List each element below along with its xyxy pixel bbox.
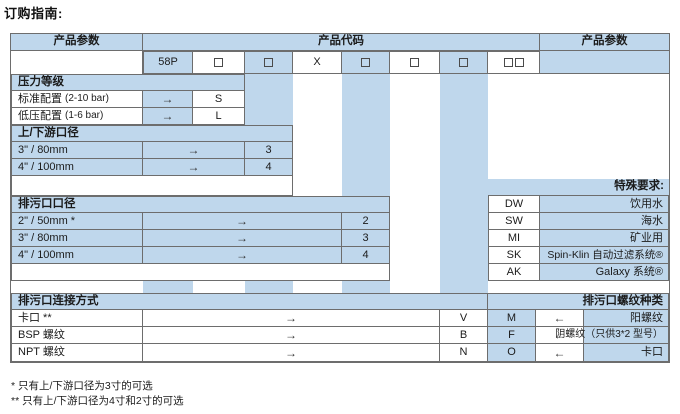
row-arrow-drain-4in: → [143,247,342,264]
special-req-code-sk: SK [488,247,540,264]
row-label-low-pressure: 低压配置 (1-6 bar) [11,108,143,125]
code-cell-model[interactable]: 58P [143,51,193,74]
special-req-code-ak: AK [488,264,540,281]
special-req-label-ak: Galaxy 系统® [540,264,669,281]
code-cell-box-1[interactable] [193,51,245,74]
row-code-io-3in: 3 [245,142,293,159]
special-req-code-mi: MI [488,230,540,247]
section-heading-pressure-rating: 压力等级 [11,74,245,91]
thread-code-male: M [488,310,536,327]
row-arrow-io-3in: → [143,142,245,159]
drain-thread-type-heading: 排污口螺纹种类 [488,293,669,310]
row-code-io-4in: 4 [245,159,293,176]
row-arrow-low-pressure: → [143,108,193,125]
row-arrow-conn-bayonet: → [143,310,440,327]
footnote-2: ** 只有上/下游口径为4寸和2寸的可选 [11,395,184,407]
row-label-conn-bsp: BSP 螺纹 [11,327,143,344]
section-heading-drain-connection-type: 排污口连接方式 [11,293,488,310]
table-outer-frame [10,33,670,363]
checkbox-square-icon [361,58,370,67]
thread-code-female: F [488,327,536,344]
special-req-label-mi: 矿业用 [540,230,669,247]
thread-label-bayonet: 卡口 [584,344,669,362]
row-code-low-pressure: L [193,108,245,125]
row-code-conn-bayonet: V [440,310,488,327]
header-center-code: 产品代码 [143,34,540,51]
row-code-conn-npt: N [440,344,488,362]
header-right-param: 产品参数 [540,34,669,51]
row-label-sub: (2-10 bar) [65,93,109,104]
code-cell-box-3[interactable] [342,51,390,74]
row-label-io-3in: 3" / 80mm [11,142,143,159]
row-arrow-io-4in: → [143,159,245,176]
code-cell-x[interactable]: X [293,51,342,74]
row-label-main: 标准配置 [18,92,62,105]
page-title: 订购指南: [4,6,63,21]
row-arrow-drain-3in: → [143,230,342,247]
code-cell-double-box[interactable] [488,51,540,74]
footnote-1: * 只有上/下游口径为3寸的可选 [11,380,153,392]
checkbox-square-icon [410,58,419,67]
code-cell-box-5[interactable] [440,51,488,74]
special-requirements-heading: 特殊要求: [488,179,669,196]
row-label-sub: (1-6 bar) [65,110,104,121]
row-code-conn-bsp: B [440,327,488,344]
spacer-band-2 [11,264,390,281]
row-label-drain-3in: 3" / 80mm [11,230,143,247]
special-req-label-sw: 海水 [540,213,669,230]
header-left-param: 产品参数 [11,34,143,51]
checkbox-square-icon [514,58,524,67]
row-label-drain-2in: 2" / 50mm * [11,213,143,230]
row-code-drain-4in: 4 [342,247,390,264]
row-code-standard-pressure: S [193,91,245,108]
thread-arrow-male: ← [536,310,584,327]
code-row-blank-right [540,51,669,74]
section-heading-inlet-outlet-diameter: 上/下游口径 [11,125,293,142]
thread-label-female: 阴螺纹（只供3*2 型号） [555,327,669,344]
checkbox-square-icon [459,58,468,67]
row-label-standard-pressure: 标准配置 (2-10 bar) [11,91,143,108]
thread-code-bayonet: O [488,344,536,362]
row-arrow-standard-pressure: → [143,91,193,108]
code-cell-box-4[interactable] [390,51,440,74]
spacer-band [11,176,293,196]
section-heading-drain-port-diameter: 排污口口径 [11,196,390,213]
row-label-io-4in: 4" / 100mm [11,159,143,176]
row-arrow-drain-2in: → [143,213,342,230]
checkbox-square-icon [503,58,513,67]
special-req-code-sw: SW [488,213,540,230]
row-label-main: 低压配置 [18,109,62,122]
row-label-conn-bayonet: 卡口 ** [11,310,143,327]
row-code-drain-3in: 3 [342,230,390,247]
row-label-drain-4in: 4" / 100mm [11,247,143,264]
checkbox-square-icon [264,58,273,67]
code-row-blank-left [11,51,143,74]
special-req-label-dw: 饮用水 [540,196,669,213]
code-cell-box-2[interactable] [245,51,293,74]
row-label-conn-npt: NPT 螺纹 [11,344,143,362]
row-arrow-conn-npt: → [143,344,440,362]
thread-arrow-female: ← [536,327,584,344]
special-req-label-sk: Spin-Klin 自动过滤系统® [540,247,669,264]
special-req-code-dw: DW [488,196,540,213]
row-arrow-conn-bsp: → [143,327,440,344]
checkbox-square-icon [214,58,223,67]
thread-label-male: 阳螺纹 [584,310,669,327]
row-code-drain-2in: 2 [342,213,390,230]
thread-arrow-bayonet: ← [536,344,584,362]
